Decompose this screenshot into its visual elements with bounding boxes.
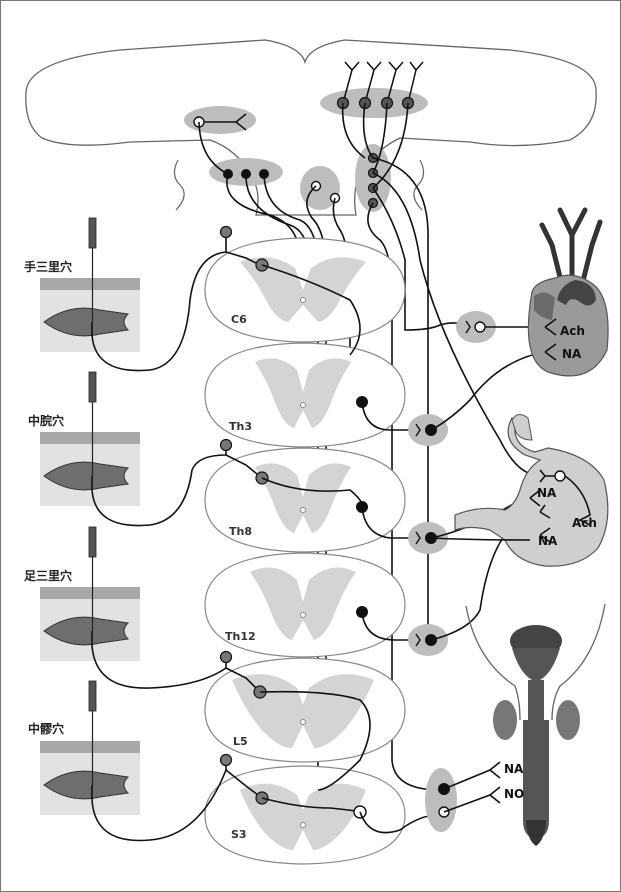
segment-label-s3: S3 [231, 828, 247, 841]
acupoint-label-ashisanri: 足三里穴 [24, 568, 72, 583]
heart-ach-label: Ach [560, 324, 585, 338]
acupuncture-panel-1 [40, 218, 140, 352]
segment-label-th12: Th12 [225, 630, 256, 643]
stomach-illustration [455, 414, 608, 566]
acupoint-label-chuukan: 中脘穴 [28, 413, 64, 428]
segment-label-l5: L5 [233, 735, 248, 748]
stomach-na-label-1: NA [537, 486, 557, 500]
segment-label-th3: Th3 [229, 420, 252, 433]
spinal-segment-c6 [205, 238, 405, 342]
acupuncture-panel-3 [40, 527, 140, 661]
segment-label-th8: Th8 [229, 525, 252, 538]
pelvic-na-label: NA [504, 762, 524, 776]
autonomic-ganglia [408, 311, 496, 832]
spinal-segment-s3 [205, 766, 405, 864]
stomach-enteric-neuron [555, 471, 565, 481]
acupuncture-panel-4 [40, 681, 140, 815]
pelvic-no-label: NO [504, 787, 524, 801]
pelvic-nerve-endings [490, 762, 500, 803]
segment-label-c6: C6 [231, 313, 247, 326]
acupoint-label-churyou: 中髎穴 [28, 721, 64, 736]
spinal-cord [205, 238, 405, 864]
acupuncture-panel-2 [40, 372, 140, 506]
stomach-na-label-2: NA [538, 534, 558, 548]
stomach-ach-label: Ach [572, 516, 597, 530]
acupoint-label-teshanri: 手三里穴 [24, 259, 72, 274]
heart-na-label: NA [562, 347, 582, 361]
pelvic-illustration [466, 604, 605, 846]
